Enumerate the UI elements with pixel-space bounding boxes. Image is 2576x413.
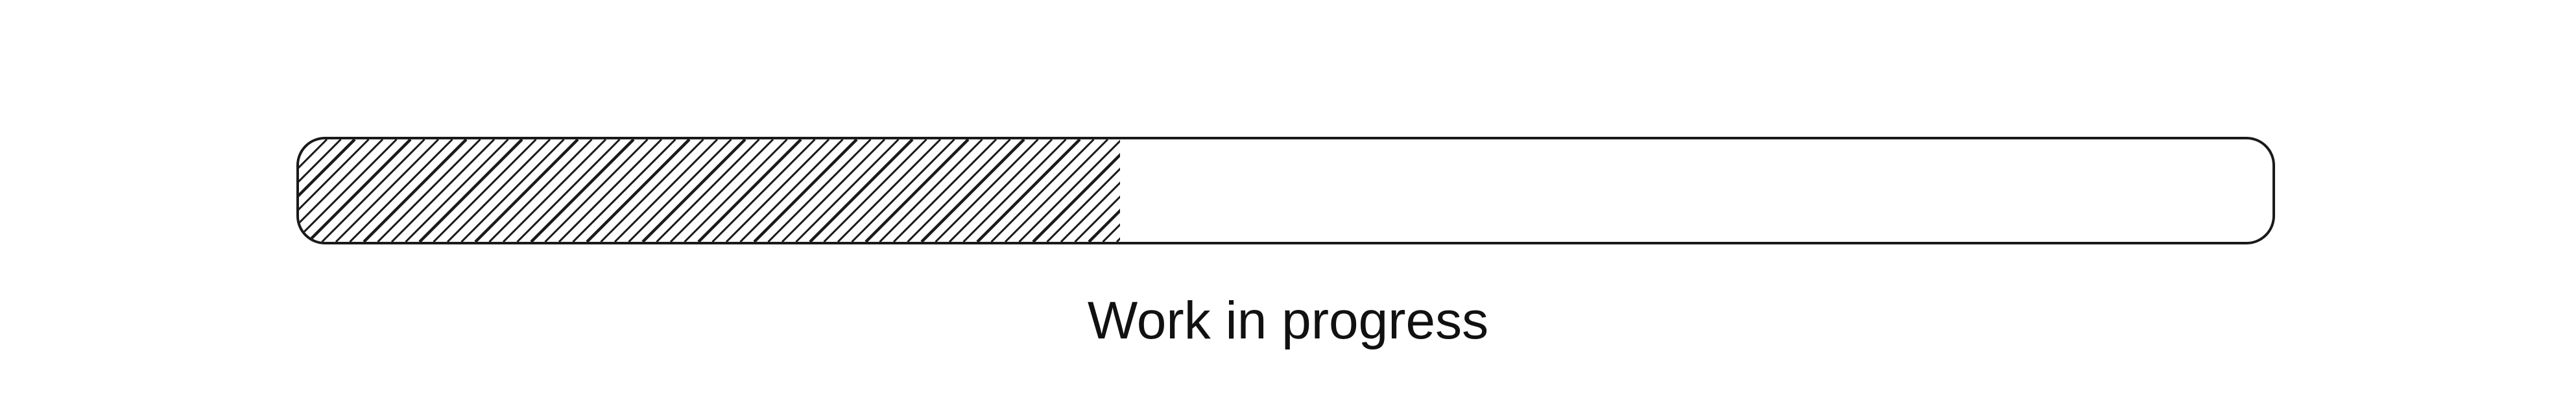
hatch-line <box>614 139 719 242</box>
hatch-line <box>809 139 914 242</box>
hatch-line <box>433 139 537 242</box>
hatch-line <box>837 139 942 242</box>
hatch-line <box>299 139 384 225</box>
hatch-line <box>656 139 760 242</box>
hatch-line <box>349 139 453 242</box>
hatch-line <box>502 139 607 242</box>
hatch-line <box>1004 139 1109 242</box>
hatch-line <box>725 139 830 242</box>
hatch-line <box>990 139 1095 242</box>
hatch-line <box>600 139 704 242</box>
hatch-line <box>558 139 663 242</box>
hatch-line <box>446 139 551 242</box>
hatch-line <box>628 139 732 242</box>
hatch-line <box>976 139 1081 242</box>
hatch-pattern-fill <box>299 139 1120 242</box>
hatch-line <box>641 139 746 242</box>
hatch-line <box>572 139 676 242</box>
hatch-line <box>753 139 858 242</box>
hatch-line <box>948 139 1053 242</box>
hatch-line <box>669 139 774 242</box>
hatch-line <box>474 139 579 242</box>
hatch-line <box>530 139 635 242</box>
hatch-line <box>418 139 523 242</box>
progress-label: Work in progress <box>1087 291 1489 350</box>
hatch-line <box>1102 223 1120 242</box>
hatch-line <box>307 139 412 242</box>
hatch-line <box>739 139 844 242</box>
hatch-line <box>299 139 328 169</box>
hatch-line <box>935 139 1039 242</box>
hatch-line <box>907 139 1011 242</box>
hatch-line <box>405 139 509 242</box>
hatch-line <box>684 139 788 242</box>
hatch-line <box>697 139 802 242</box>
hatch-line <box>781 139 886 242</box>
hatch-line <box>1060 181 1120 242</box>
progress-bar-fill <box>299 139 1120 242</box>
hatch-line <box>363 139 468 242</box>
hatch-line <box>299 139 398 239</box>
hatch-line <box>586 139 691 242</box>
hatch-line <box>1088 208 1120 242</box>
hatch-line <box>865 139 970 242</box>
hatch-line <box>1046 167 1120 242</box>
hatch-line <box>1074 195 1120 242</box>
hatch-line <box>795 139 900 242</box>
hatch-line <box>299 139 356 198</box>
hatch-line <box>767 139 872 242</box>
hatch-line <box>1032 152 1120 242</box>
hatch-line <box>335 139 440 242</box>
hatch-line <box>892 139 997 242</box>
hatch-line <box>1018 139 1120 242</box>
hatch-line <box>299 139 370 211</box>
hatch-line <box>299 139 342 183</box>
hatch-line <box>460 139 565 242</box>
hatch-line <box>516 139 621 242</box>
hatch-line <box>823 139 927 242</box>
hatch-line <box>544 139 649 242</box>
hatch-line <box>962 139 1067 242</box>
hatch-line <box>920 139 1025 242</box>
hatch-line <box>390 139 495 242</box>
hatch-line <box>879 139 983 242</box>
progress-bar <box>296 137 2275 244</box>
hatch-line <box>711 139 816 242</box>
hatch-line <box>488 139 593 242</box>
hatch-line <box>851 139 955 242</box>
hatch-line <box>321 139 425 242</box>
hatch-line <box>377 139 481 242</box>
